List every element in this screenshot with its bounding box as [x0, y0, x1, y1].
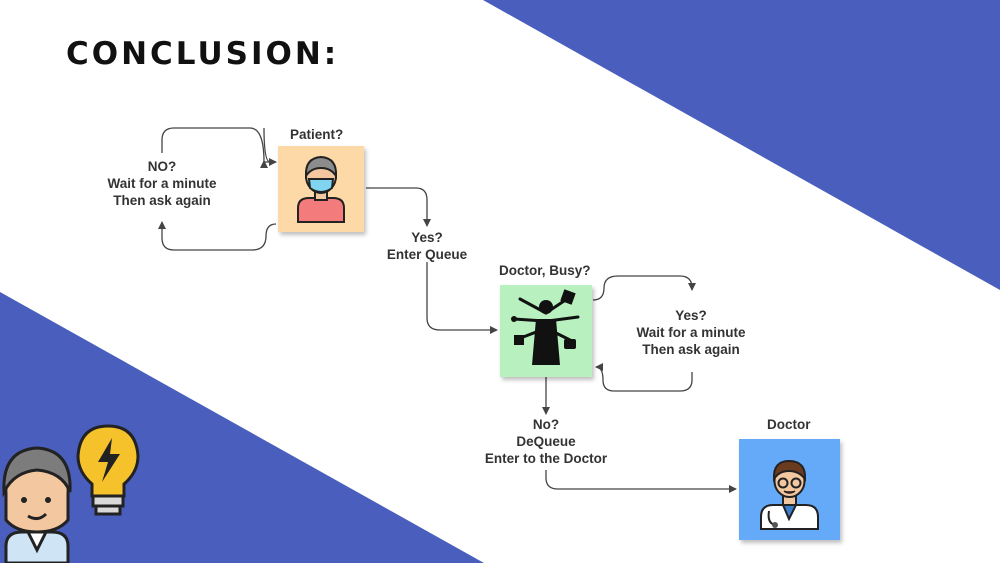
- busy-no-line-3: Enter to the Doctor: [484, 451, 608, 466]
- decor-illustration: [2, 424, 140, 563]
- busy-no-line-2: DeQueue: [516, 434, 576, 449]
- patient-no-line-3: Then ask again: [113, 193, 211, 208]
- person-icon: [2, 446, 72, 563]
- patient-label: Patient?: [290, 127, 344, 142]
- patient-no-label: NO? Wait for a minute Then ask again: [102, 158, 222, 209]
- doctor-card: [739, 439, 840, 540]
- patient-yes-line-2: Enter Queue: [386, 247, 468, 262]
- patient-yes-label: Yes? Enter Queue: [381, 229, 473, 263]
- lightbulb-icon: [76, 424, 140, 516]
- busy-yes-label: Yes? Wait for a minute Then ask again: [631, 307, 751, 358]
- busy-yes-line-1: Yes?: [675, 308, 707, 323]
- patient-yes-line-1: Yes?: [411, 230, 443, 245]
- top-right-band: [483, 0, 1000, 290]
- page-title: CONCLUSION:: [66, 36, 340, 72]
- doctor-icon: [760, 459, 819, 530]
- busy-yes-line-2: Wait for a minute: [636, 325, 746, 340]
- busy-no-line-1: No?: [532, 417, 560, 432]
- patient-no-line-2: Wait for a minute: [107, 176, 217, 191]
- doctor-busy-label: Doctor, Busy?: [499, 263, 591, 278]
- patient-card: [278, 146, 364, 232]
- busy-doctor-icon: [511, 289, 580, 365]
- doctor-label: Doctor: [767, 417, 811, 432]
- doctor-busy-card: [500, 285, 592, 377]
- patient-no-line-1: NO?: [147, 159, 177, 174]
- busy-no-label: No? DeQueue Enter to the Doctor: [478, 416, 614, 467]
- masked-patient-icon: [297, 155, 345, 223]
- busy-yes-line-3: Then ask again: [642, 342, 740, 357]
